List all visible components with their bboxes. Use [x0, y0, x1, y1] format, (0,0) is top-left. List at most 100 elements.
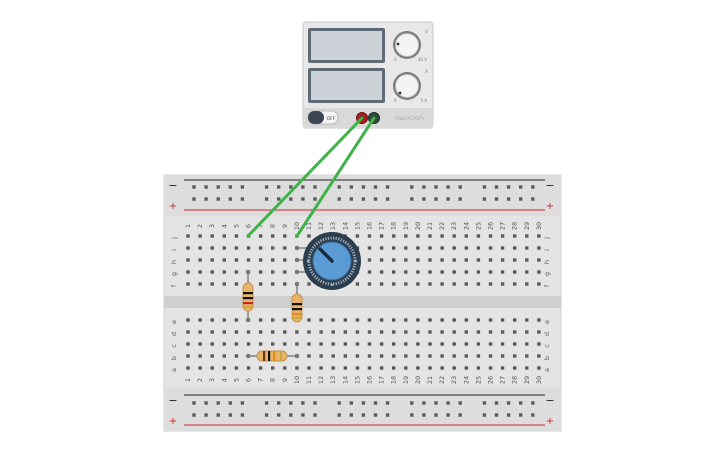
hole-a16[interactable] [367, 366, 372, 370]
hole-b11[interactable] [307, 354, 311, 358]
hole-i20[interactable] [416, 246, 420, 250]
hole-h2[interactable] [198, 258, 202, 262]
hole-c15[interactable] [355, 342, 360, 346]
power-supply[interactable]: 0 30 V V 0 5 A A OFF TINKERCAD ϟ [302, 21, 434, 129]
hole-d3[interactable] [210, 330, 214, 334]
hole-c30[interactable] [537, 342, 541, 346]
rail-hole[interactable] [264, 413, 269, 417]
hole-b5[interactable] [234, 354, 239, 358]
hole-f8[interactable] [271, 282, 275, 286]
rail-hole[interactable] [410, 185, 414, 189]
hole-d2[interactable] [198, 330, 202, 334]
hole-b22[interactable] [440, 354, 444, 358]
rail-hole[interactable] [494, 197, 499, 201]
hole-f23[interactable] [452, 282, 456, 286]
rail-hole[interactable] [482, 401, 487, 405]
hole-j23[interactable] [452, 234, 456, 238]
hole-g7[interactable] [258, 270, 263, 274]
rail-hole[interactable] [410, 197, 414, 201]
hole-i18[interactable] [392, 246, 396, 250]
rail-hole[interactable] [277, 185, 281, 189]
hole-h27[interactable] [500, 258, 505, 262]
hole-e28[interactable] [513, 318, 517, 322]
hole-g5[interactable] [234, 270, 239, 274]
hole-g19[interactable] [404, 270, 408, 274]
hole-g17[interactable] [379, 270, 384, 274]
hole-a11[interactable] [307, 366, 311, 370]
hole-f19[interactable] [404, 282, 408, 286]
rail-hole[interactable] [301, 185, 305, 189]
rail-hole[interactable] [337, 185, 341, 189]
hole-c2[interactable] [198, 342, 202, 346]
hole-a5[interactable] [234, 366, 239, 370]
rail-hole[interactable] [361, 401, 366, 405]
hole-e11[interactable] [307, 318, 311, 322]
rail-hole[interactable] [361, 197, 366, 201]
hole-f11[interactable] [307, 282, 311, 286]
potentiometer[interactable] [294, 232, 361, 290]
hole-j15[interactable] [355, 234, 360, 238]
hole-f30[interactable] [537, 282, 541, 286]
rail-hole[interactable] [531, 413, 535, 417]
hole-h6[interactable] [246, 258, 251, 262]
hole-i16[interactable] [367, 246, 372, 250]
hole-b4[interactable] [222, 354, 226, 358]
rail-hole[interactable] [506, 197, 511, 201]
hole-j28[interactable] [513, 234, 517, 238]
rail-hole[interactable] [361, 185, 366, 189]
hole-e2[interactable] [198, 318, 202, 322]
hole-b19[interactable] [404, 354, 408, 358]
hole-b28[interactable] [513, 354, 517, 358]
hole-h7[interactable] [258, 258, 263, 262]
hole-g9[interactable] [283, 270, 287, 274]
hole-f20[interactable] [416, 282, 420, 286]
hole-c13[interactable] [331, 342, 335, 346]
hole-a1[interactable] [186, 366, 190, 370]
hole-d23[interactable] [452, 330, 456, 334]
hole-j26[interactable] [488, 234, 493, 238]
hole-a6[interactable] [246, 366, 251, 370]
rail-hole[interactable] [361, 413, 366, 417]
hole-h3[interactable] [210, 258, 214, 262]
hole-a30[interactable] [537, 366, 541, 370]
hole-d30[interactable] [537, 330, 541, 334]
resistor-2[interactable] [291, 281, 303, 323]
hole-g16[interactable] [367, 270, 372, 274]
rail-hole[interactable] [337, 401, 341, 405]
power-switch[interactable]: OFF [307, 110, 339, 125]
rail-hole[interactable] [216, 413, 220, 417]
rail-hole[interactable] [204, 401, 208, 405]
rail-hole[interactable] [385, 413, 390, 417]
rail-hole[interactable] [422, 401, 426, 405]
hole-f2[interactable] [198, 282, 202, 286]
hole-f7[interactable] [258, 282, 263, 286]
hole-j27[interactable] [500, 234, 505, 238]
hole-b25[interactable] [476, 354, 481, 358]
rail-hole[interactable] [519, 197, 523, 201]
hole-i29[interactable] [525, 246, 529, 250]
hole-g4[interactable] [222, 270, 226, 274]
hole-c1[interactable] [186, 342, 190, 346]
hole-i1[interactable] [186, 246, 190, 250]
rail-hole[interactable] [446, 197, 450, 201]
rail-hole[interactable] [506, 185, 511, 189]
rail-hole[interactable] [434, 401, 438, 405]
rail-hole[interactable] [313, 197, 317, 201]
hole-a28[interactable] [513, 366, 517, 370]
rail-hole[interactable] [482, 185, 487, 189]
hole-g2[interactable] [198, 270, 202, 274]
hole-h25[interactable] [476, 258, 481, 262]
hole-d29[interactable] [525, 330, 529, 334]
hole-f26[interactable] [488, 282, 493, 286]
hole-f28[interactable] [513, 282, 517, 286]
wire-positive[interactable] [246, 116, 364, 238]
hole-c28[interactable] [513, 342, 517, 346]
hole-g25[interactable] [476, 270, 481, 274]
hole-c4[interactable] [222, 342, 226, 346]
hole-c7[interactable] [258, 342, 263, 346]
hole-i6[interactable] [246, 246, 251, 250]
hole-c24[interactable] [464, 342, 468, 346]
hole-a22[interactable] [440, 366, 444, 370]
hole-h20[interactable] [416, 258, 420, 262]
